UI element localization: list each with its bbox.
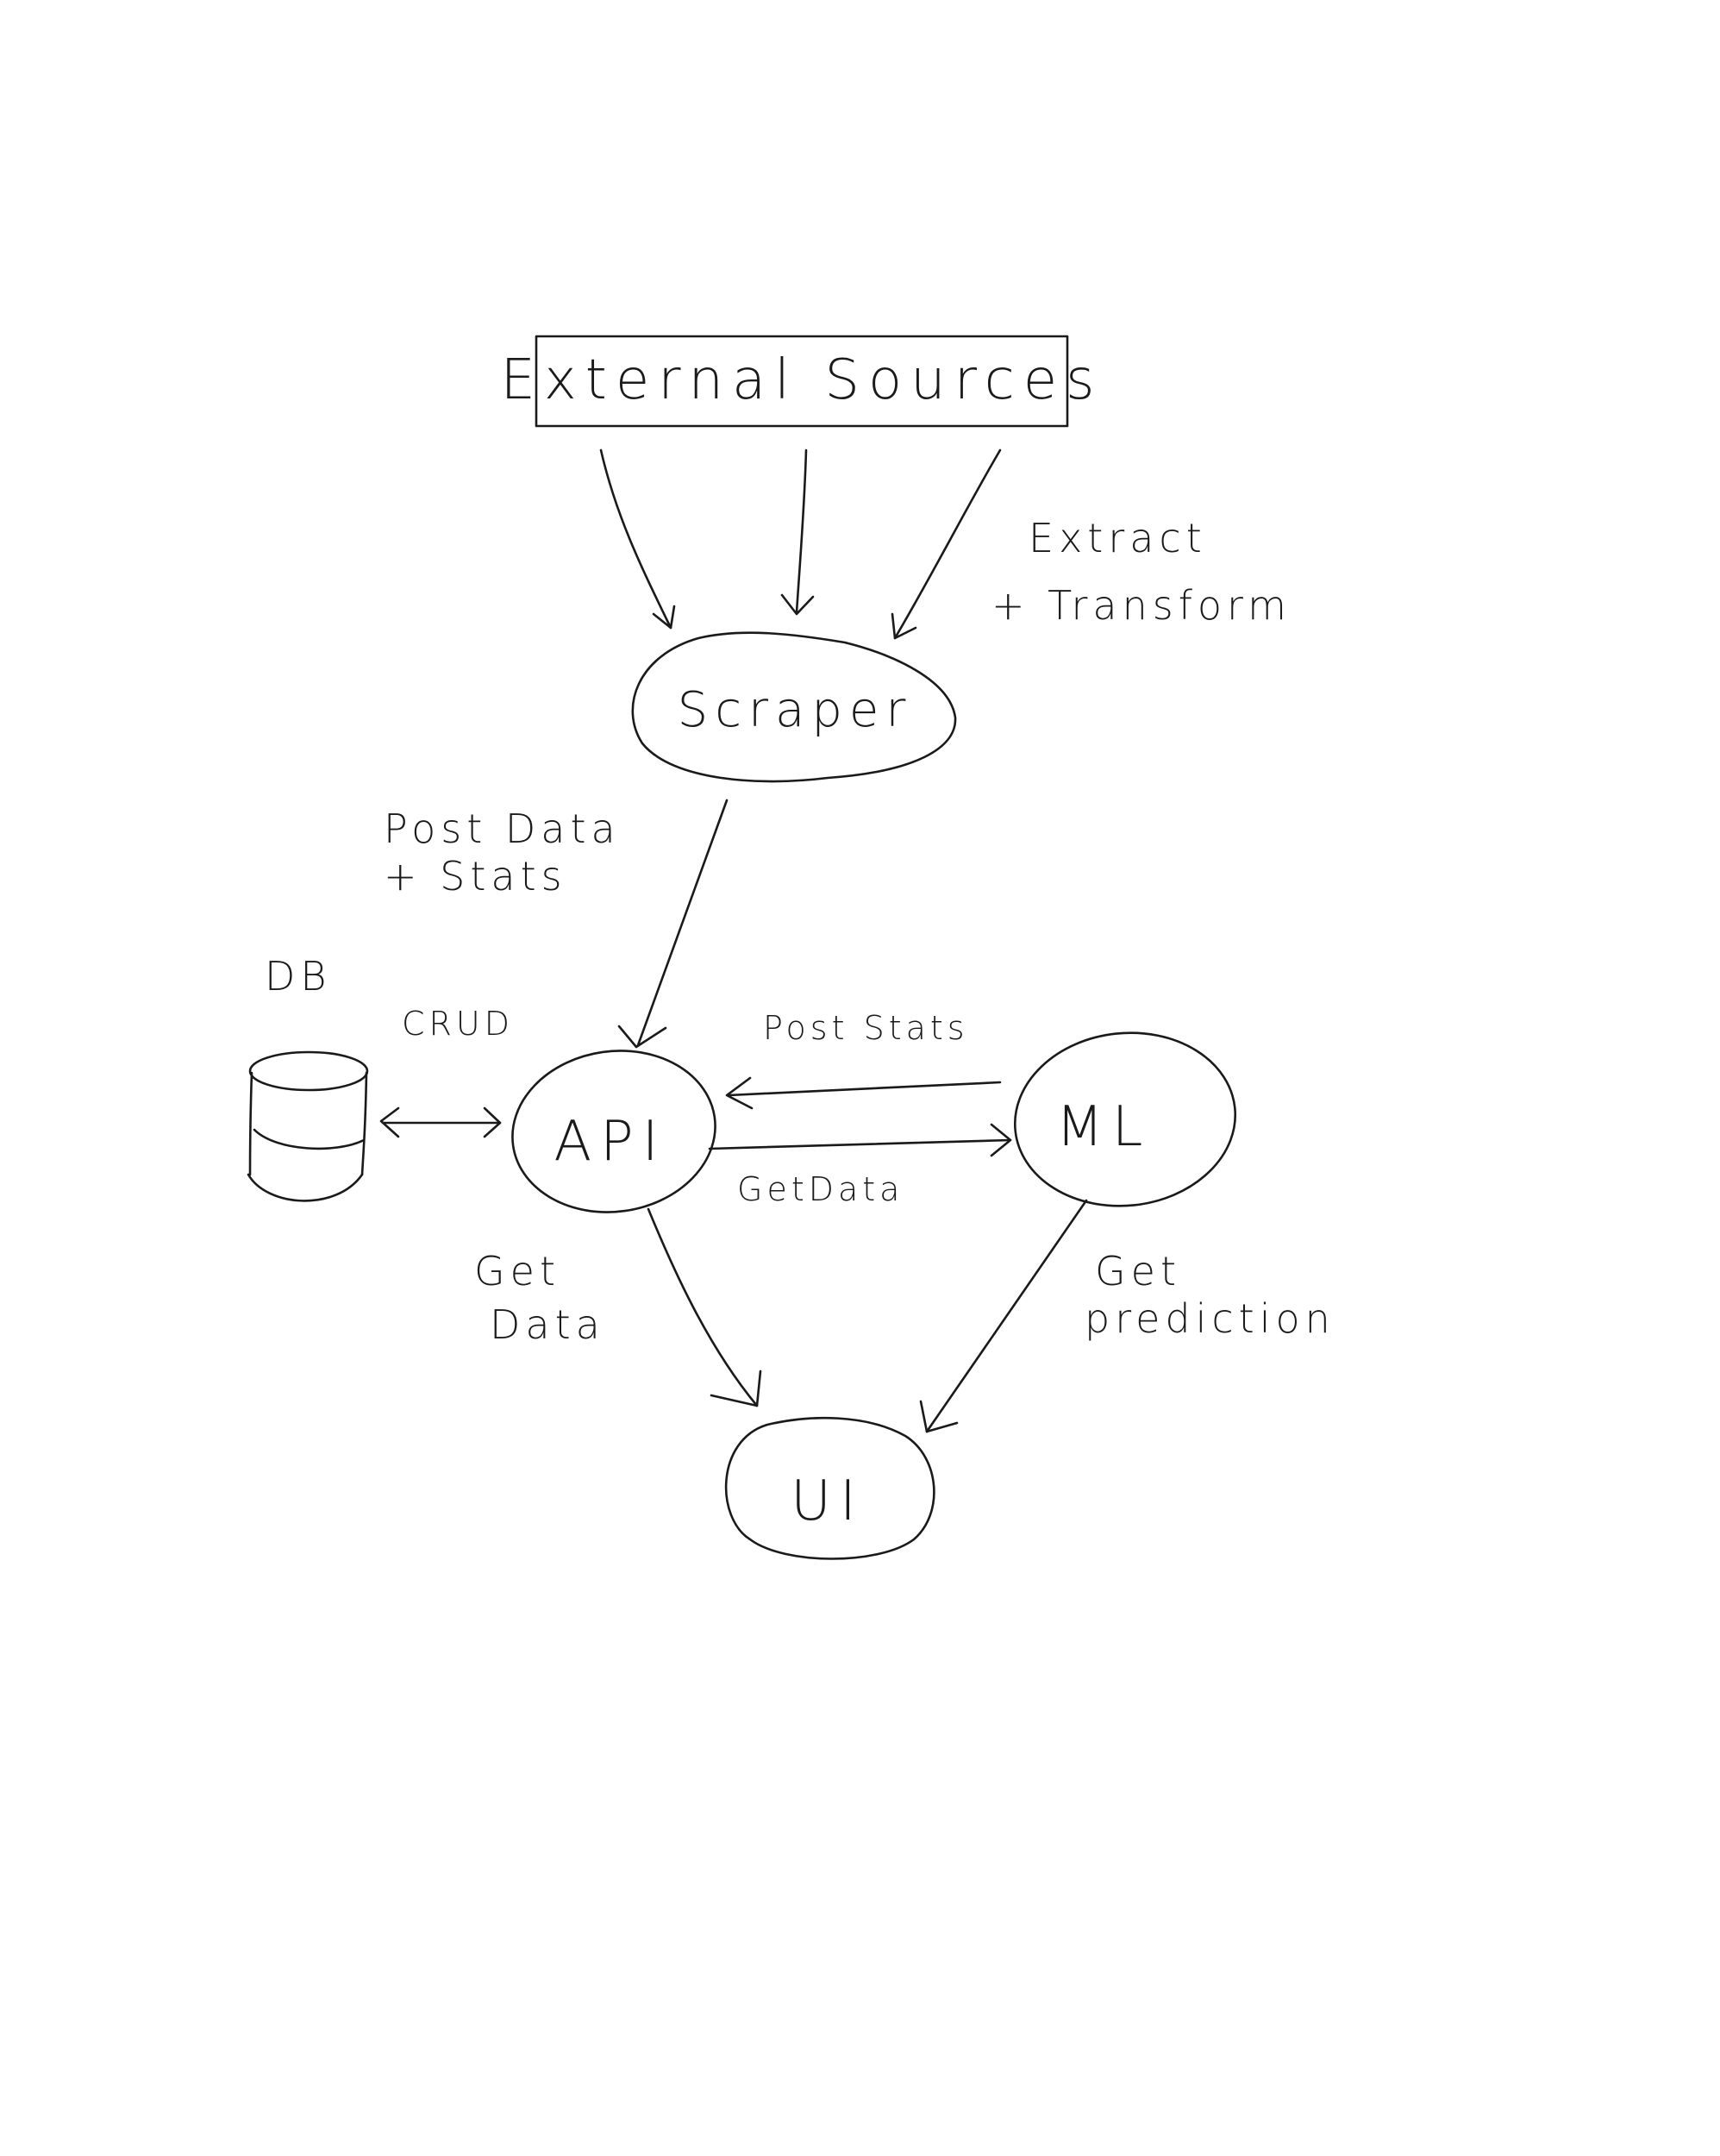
ml-ui-line [925, 1199, 1088, 1433]
crud-label: CRUD [402, 1005, 514, 1043]
get-data-ml-label: GetData [737, 1170, 904, 1208]
database-icon [247, 1050, 369, 1202]
ui-label: UI [791, 1470, 865, 1533]
ml-ui-head [919, 1400, 959, 1433]
get-label-pred: Get [1095, 1248, 1181, 1294]
get-data-ui-label: Get Data [474, 1248, 605, 1348]
ui-node[interactable]: UI [724, 1416, 935, 1560]
get-data-ml-line [708, 1138, 1012, 1150]
get-prediction-label: Get prediction [1085, 1248, 1335, 1342]
db-label: DB [265, 953, 332, 1000]
ml-node[interactable]: ML [1006, 1022, 1244, 1217]
scraper-node[interactable]: Scraper [631, 631, 957, 783]
extract-arrow-left-head [652, 605, 676, 630]
api-ellipse [511, 1050, 716, 1213]
api-to-ui-arrow [647, 1207, 762, 1407]
post-data-label: Post Data [384, 805, 621, 852]
get-label-ui: Get [474, 1248, 560, 1294]
db-node[interactable] [247, 1050, 369, 1202]
extract-arrow-right [893, 448, 1002, 640]
get-data-ml-arrow [708, 1123, 1012, 1157]
get-data-ml-head [990, 1123, 1012, 1157]
scraper-api-head [617, 1025, 667, 1049]
scraper-label: Scraper [678, 682, 913, 738]
post-stats-line [727, 1081, 1002, 1097]
ui-ellipse [724, 1416, 935, 1560]
post-stats-label: Post Stats [763, 1009, 969, 1047]
scraper-ellipse [631, 631, 957, 783]
data-label-ui: Data [490, 1301, 605, 1348]
post-stats-head [725, 1076, 754, 1110]
ml-ellipse [1013, 1031, 1237, 1207]
crud-head-right [483, 1106, 502, 1138]
extract-arrows [599, 448, 1002, 640]
scraper-to-api-arrow [617, 799, 729, 1049]
external-sources-box [535, 335, 1069, 428]
api-label: API [554, 1110, 666, 1174]
scraper-api-line [636, 799, 729, 1047]
post-stats-arrow [725, 1076, 1002, 1110]
extract-transform-label: Extract + Transform [991, 515, 1292, 629]
external-sources-label: External Sources [500, 348, 1103, 412]
post-data-stats-label: Post Data + Stats [384, 805, 621, 899]
ml-to-ui-arrow [919, 1199, 1088, 1433]
crud-head-left [379, 1106, 400, 1138]
api-node[interactable]: API [502, 1037, 726, 1225]
extract-arrow-center-head [780, 593, 815, 616]
extract-arrow-right-head [891, 612, 917, 640]
transform-label: + Transform [991, 582, 1292, 629]
extract-arrow-left [599, 448, 672, 630]
extract-label: Extract [1029, 515, 1207, 561]
external-sources-node[interactable]: External Sources [500, 335, 1103, 428]
prediction-label: prediction [1085, 1295, 1335, 1342]
db-api-crud-arrow [379, 1106, 502, 1138]
api-ui-head [710, 1369, 762, 1407]
plus-stats-label: + Stats [384, 853, 567, 899]
api-ui-line [647, 1207, 759, 1407]
extract-arrow-center [795, 448, 808, 614]
ml-label: ML [1056, 1095, 1152, 1159]
